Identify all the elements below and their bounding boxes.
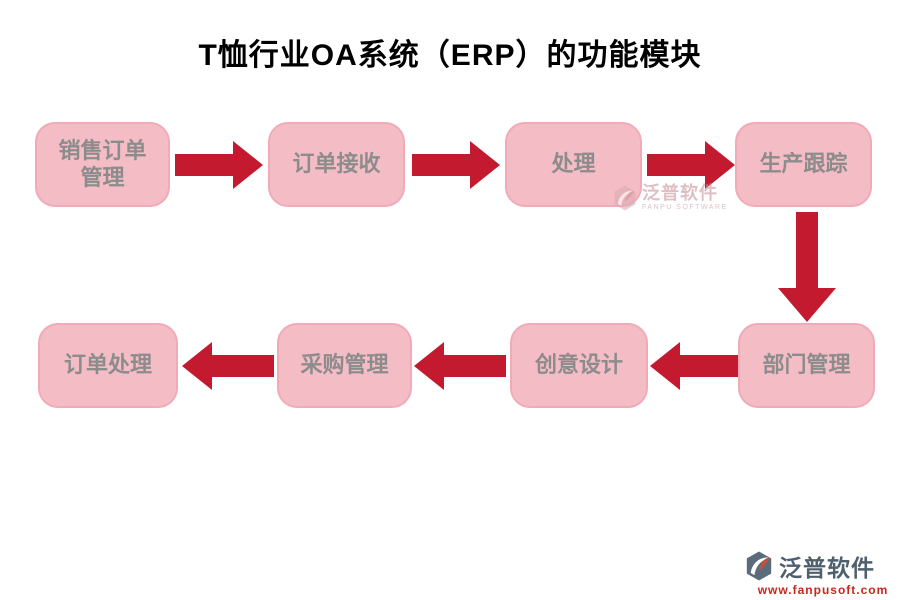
arrow-head — [414, 342, 444, 390]
footer-logo-row: 泛普软件 — [742, 549, 892, 583]
arrow-left-icon — [414, 342, 506, 390]
arrow-head — [470, 141, 500, 189]
arrow-right-icon — [412, 141, 500, 189]
flow-node-production-tracking: 生产跟踪 — [735, 122, 872, 207]
flow-node-department-management: 部门管理 — [738, 323, 875, 408]
arrow-shaft — [647, 154, 705, 176]
watermark-subtitle: FANPU SOFTWARE — [642, 203, 728, 211]
arrow-head — [705, 141, 735, 189]
arrow-left-icon — [182, 342, 274, 390]
arrow-head — [778, 288, 836, 322]
arrow-right-icon — [175, 141, 263, 189]
flow-node-creative-design: 创意设计 — [510, 323, 648, 408]
flow-node-sales-order-management: 销售订单 管理 — [35, 122, 170, 207]
arrow-head — [233, 141, 263, 189]
flow-node-processing: 处理 — [505, 122, 642, 207]
diagram-title: T恤行业OA系统（ERP）的功能模块 — [198, 39, 702, 72]
arrow-shaft — [796, 212, 818, 288]
arrow-shaft — [412, 154, 470, 176]
footer-brand: 泛普软件 — [779, 555, 875, 581]
flow-node-order-processing: 订单处理 — [38, 323, 178, 408]
arrow-head — [650, 342, 680, 390]
fanpu-logo-icon — [746, 551, 772, 581]
flow-node-order-receiving: 订单接收 — [268, 122, 405, 207]
arrow-shaft — [680, 355, 738, 377]
arrow-left-icon — [650, 342, 738, 390]
arrow-right-icon — [647, 141, 735, 189]
arrow-head — [182, 342, 212, 390]
arrow-shaft — [175, 154, 233, 176]
footer-url: www.fanpusoft.com — [757, 583, 889, 597]
arrow-shaft — [212, 355, 274, 377]
footer-logo: 泛普软件 www.fanpusoft.com — [742, 549, 892, 597]
arrow-shaft — [444, 355, 506, 377]
flow-node-purchase-management: 采购管理 — [277, 323, 412, 408]
arrow-down-icon — [778, 212, 836, 322]
